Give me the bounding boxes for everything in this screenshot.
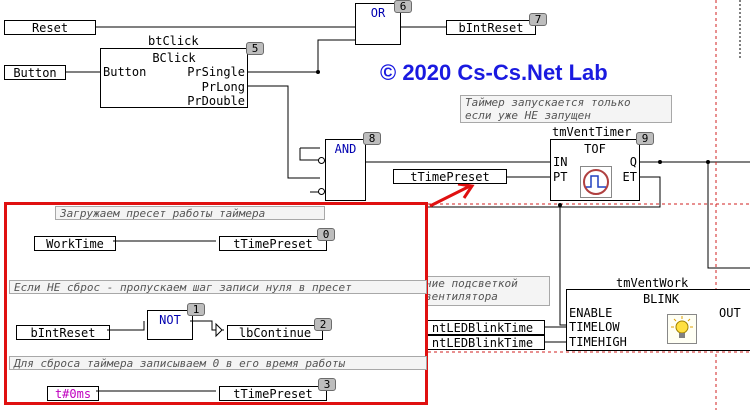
bclick-pin-prdouble: PrDouble [187,94,245,108]
bintreset-output-variable[interactable]: bIntReset [446,20,536,35]
comment-no-reset: Если НЕ сброс - пропускаем шаг записи ну… [9,280,427,294]
not-block-number-badge: 1 [187,303,205,316]
blink-block[interactable]: BLINK ENABLE TIMELOW TIMEHIGH OUT [566,289,750,351]
blink-instance-name: tmVentWork [616,276,689,290]
highlight-frame: Загружаем пресет работы таймера WorkTime… [4,202,428,405]
not-block[interactable]: NOT [147,310,193,340]
lbcontinue-number-badge: 2 [314,318,332,331]
bintreset-input-variable[interactable]: bIntReset [16,325,110,340]
tof-pin-in: IN [553,155,568,169]
button-input-variable[interactable]: Button [4,65,66,80]
bclick-pin-prlong: PrLong [201,80,245,94]
blink-pin-timelow: TIMELOW [569,320,620,334]
comment-ventilator-line2: вентилятора [425,290,498,303]
comment-load-preset: Загружаем пресет работы таймера [55,206,325,220]
blink-block-type: BLINK [642,292,680,306]
and-block[interactable]: AND [325,139,366,201]
bclick-pin-prsingle: PrSingle [187,65,245,79]
and-negated-input-1 [318,157,325,164]
blink-pin-timehigh: TIMEHIGH [569,335,627,349]
comment-timer-start-line1: Таймер запускается только [465,96,631,109]
worktime-input-variable[interactable]: WorkTime [34,236,116,251]
comment-timer-start: Таймер запускается только если уже НЕ за… [460,95,672,123]
not-block-type: NOT [159,313,181,327]
reset-input-variable[interactable]: Reset [4,20,96,35]
tof-timer-block[interactable]: TOF IN PT Q ET [550,139,640,201]
tof-pin-et: ET [622,170,637,184]
comment-ventilator-line1: ние подсветкой [425,277,518,290]
comment-ventilator: ние подсветкой вентилятора [420,276,550,306]
comment-timer-start-line2: если уже НЕ запущен [465,109,591,122]
or-block-type: OR [370,6,386,20]
tof-instance-name: tmVentTimer [552,125,632,139]
blink-pin-out: OUT [719,306,741,320]
blink-pin-enable: ENABLE [569,306,613,320]
lightbulb-icon [667,314,697,344]
or-block[interactable]: OR [355,3,401,45]
tof-pin-pt: PT [553,170,568,184]
t0ms-constant[interactable]: t#0ms [47,386,99,401]
tof-block-number-badge: 9 [636,132,654,145]
bintreset-number-badge: 7 [529,13,547,26]
lbcontinue-jump-label[interactable]: lbContinue [227,325,323,340]
tof-pin-q: Q [629,155,637,169]
and-block-type: AND [334,142,357,156]
ttimepreset-input-variable[interactable]: tTimePreset [393,169,507,184]
timer-waveform-icon [580,166,612,198]
or-block-number-badge: 6 [394,0,412,13]
ttimepreset-3-number-badge: 3 [318,378,336,391]
bclick-block-type: BClick [152,51,196,65]
ttimepreset-output-variable-0[interactable]: tTimePreset [219,236,327,251]
bclick-number-badge: 5 [246,42,264,55]
bclick-pin-button: Button [103,65,147,79]
ttimepreset-output-variable-3[interactable]: tTimePreset [219,386,327,401]
bclick-block[interactable]: BClick Button PrSingle PrLong PrDouble [100,48,248,108]
and-negated-input-2 [318,188,325,195]
comment-reset-zero: Для сброса таймера записываем 0 в его вр… [9,356,427,370]
btclick-instance-name: btClick [148,34,199,48]
ttimepreset-0-number-badge: 0 [317,228,335,241]
ledblinktime-low-variable[interactable]: ntLEDBlinkTime [420,320,545,335]
and-block-number-badge: 8 [363,132,381,145]
copyright-watermark: © 2020 Cs-Cs.Net Lab [380,60,608,85]
tof-block-type: TOF [584,142,606,156]
ledblinktime-high-variable[interactable]: ntLEDBlinkTime [420,335,545,350]
